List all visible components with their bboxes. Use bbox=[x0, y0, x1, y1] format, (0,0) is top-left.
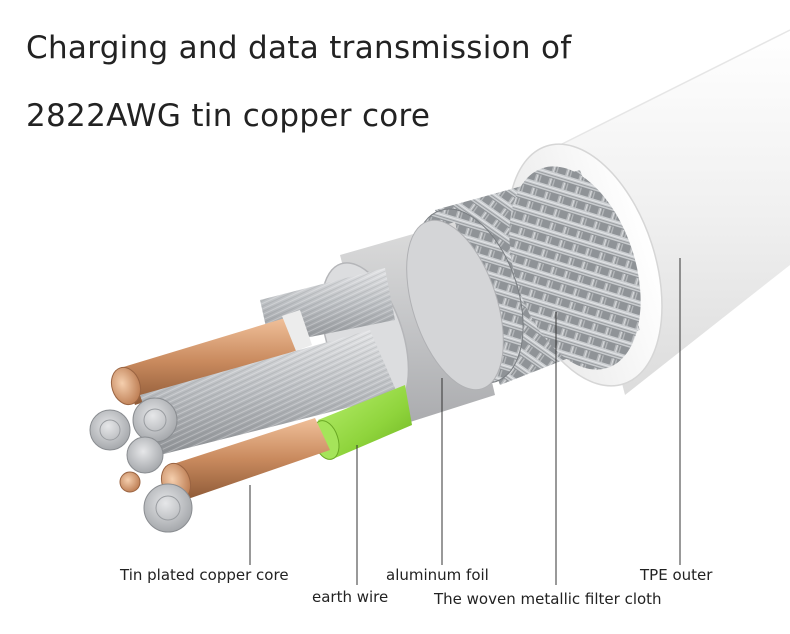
label-earth-wire: earth wire bbox=[312, 588, 388, 606]
label-tin-plated-copper-core: Tin plated copper core bbox=[120, 566, 289, 584]
label-woven-metallic-filter-cloth: The woven metallic filter cloth bbox=[434, 590, 662, 608]
label-aluminum-foil: aluminum foil bbox=[386, 566, 489, 584]
wire-bundle bbox=[90, 268, 412, 532]
label-tpe-outer: TPE outer bbox=[640, 566, 712, 584]
